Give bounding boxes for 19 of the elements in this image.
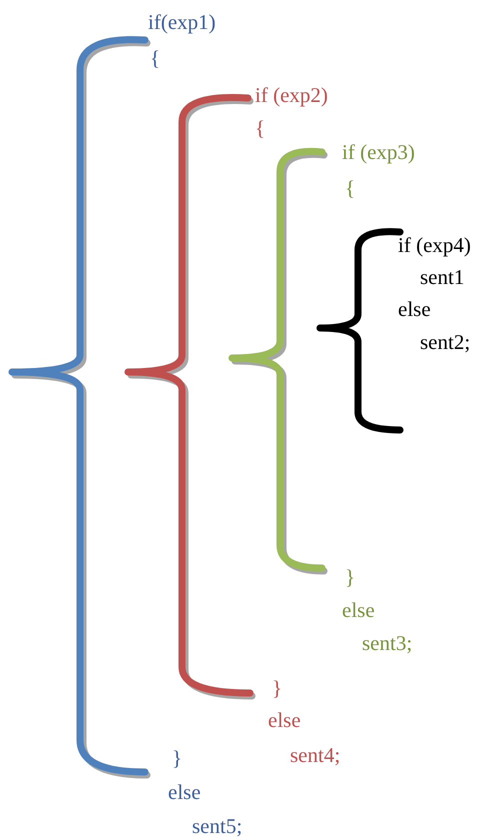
code-line: sent4; [290,743,340,767]
code-line: else [268,708,301,732]
code-line: else [168,780,201,804]
code-line: else [342,598,375,622]
code-line: else [398,297,431,321]
code-line: if(exp1) [148,10,216,34]
code-line: } [172,746,182,770]
code-line: } [272,676,282,700]
code-line: if (exp2) [255,83,328,107]
code-line: { [345,176,356,200]
code-line: if (exp3) [342,140,415,164]
code-line: { [255,116,266,140]
code-line: } [345,565,356,589]
code-line: { [150,46,160,70]
code-line: sent1 [420,265,464,289]
code-line: sent2; [420,330,470,354]
code-line: if (exp4) [398,233,471,257]
code-line: sent3; [362,631,412,655]
code-line: sent5; [192,814,242,837]
